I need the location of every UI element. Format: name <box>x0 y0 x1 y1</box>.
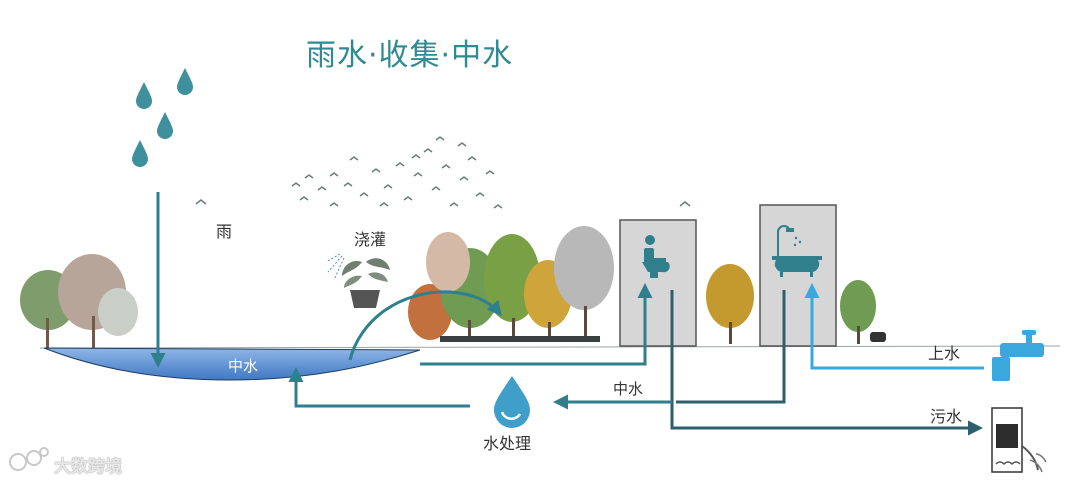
diagram-title: 雨水·收集·中水 <box>306 30 513 74</box>
sewage-label: 污水 <box>930 403 962 427</box>
raindrop-icon <box>136 82 152 109</box>
ground-line <box>40 346 1060 348</box>
pond-water-label: 中水 <box>228 355 258 376</box>
raindrop-icon <box>132 140 148 167</box>
watermark-text: 大数跨境 <box>54 452 122 477</box>
sewage-outlet-icon <box>992 408 1046 472</box>
raindrops <box>132 68 193 167</box>
bird-flock <box>196 137 690 208</box>
treatment-to-pond-arrow <box>296 370 470 406</box>
water-treatment-label: 水处理 <box>483 430 531 454</box>
rain-label: 雨 <box>216 218 232 242</box>
water-treatment-drop-icon <box>494 376 530 428</box>
trees-middle <box>408 226 614 342</box>
irrigation-label: 浇灌 <box>354 226 386 250</box>
tap-water-label: 上水 <box>928 340 960 364</box>
toilet-building <box>620 220 696 346</box>
raindrop-icon <box>157 112 173 139</box>
bathroom-building <box>760 205 836 346</box>
reclaimed-water-label: 中水 <box>613 378 643 399</box>
faucet-icon <box>992 330 1044 381</box>
raindrop-icon <box>177 68 193 95</box>
trees-left <box>20 254 138 348</box>
watermark-logo-icon <box>10 448 48 470</box>
sprinkler-plant-icon <box>326 254 390 308</box>
